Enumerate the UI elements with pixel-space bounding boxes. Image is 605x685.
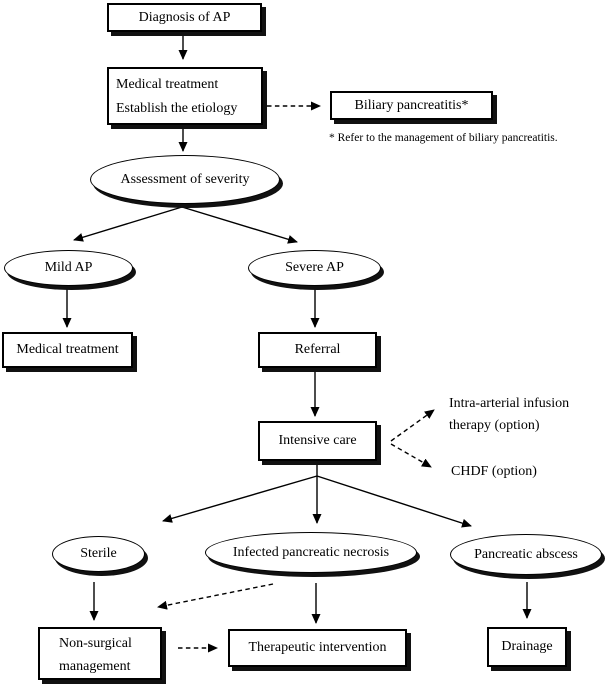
node-drainage: Drainage [487,627,567,667]
node-intensive-care: Intensive care [258,421,377,461]
node-sterile-label: Sterile [80,546,117,561]
node-biliary-label: Biliary pancreatitis* [354,97,469,113]
arrow-fan-to-sterile [162,475,318,523]
arrow-assessment-to-severe [181,206,298,244]
arrow-infected-to-nonsurgical-dashed [157,583,274,610]
node-drainage-label: Drainage [501,639,553,654]
node-medical-etiology-line2: Establish the etiology [116,101,238,116]
node-biliary: Biliary pancreatitis* [330,91,493,120]
node-medical-treatment: Medical treatment [2,332,133,368]
arrow-assessment-to-mild [73,206,183,242]
node-diagnosis: Diagnosis of AP [107,3,262,32]
node-severe-ap-label: Severe AP [285,260,344,275]
node-medical-treatment-label: Medical treatment [16,342,119,357]
node-intensive-care-label: Intensive care [278,433,357,448]
node-infected-necrosis: Infected pancreatic necrosis [205,532,417,573]
node-assessment-label: Assessment of severity [120,171,250,187]
node-sterile: Sterile [52,536,145,572]
node-pancreatic-abscess-label: Pancreatic abscess [474,546,578,562]
option-chdf: CHDF (option) [451,464,537,479]
node-medical-etiology-line1: Medical treatment [116,77,219,92]
arrow-intensive-to-chdf-dashed [390,443,432,468]
node-diagnosis-label: Diagnosis of AP [138,9,231,25]
option-infusion-line1: Intra-arterial infusion [449,396,570,411]
node-referral: Referral [258,332,377,368]
arrow-fan-to-abscess [316,475,472,528]
node-mild-ap: Mild AP [4,250,133,286]
node-severe-ap: Severe AP [248,250,381,286]
option-infusion-line2: therapy (option) [449,417,540,433]
node-infected-necrosis-label: Infected pancreatic necrosis [232,544,390,560]
node-therapeutic-label: Therapeutic intervention [248,640,387,655]
arrow-intensive-to-infusion-dashed [390,409,435,442]
node-non-surgical-line2: management [59,659,131,674]
node-non-surgical-line1: Non-surgical [59,636,132,651]
node-therapeutic: Therapeutic intervention [228,629,407,667]
node-medical-etiology: Medical treatment Establish the etiology [107,67,263,125]
node-non-surgical: Non-surgical management [38,627,162,680]
node-referral-label: Referral [294,342,341,357]
node-assessment: Assessment of severity [90,155,280,204]
option-infusion: Intra-arterial infusion therapy (option) [449,393,569,436]
footnote-biliary: * Refer to the management of biliary pan… [329,132,558,144]
node-mild-ap-label: Mild AP [44,260,93,275]
node-pancreatic-abscess: Pancreatic abscess [450,534,602,575]
